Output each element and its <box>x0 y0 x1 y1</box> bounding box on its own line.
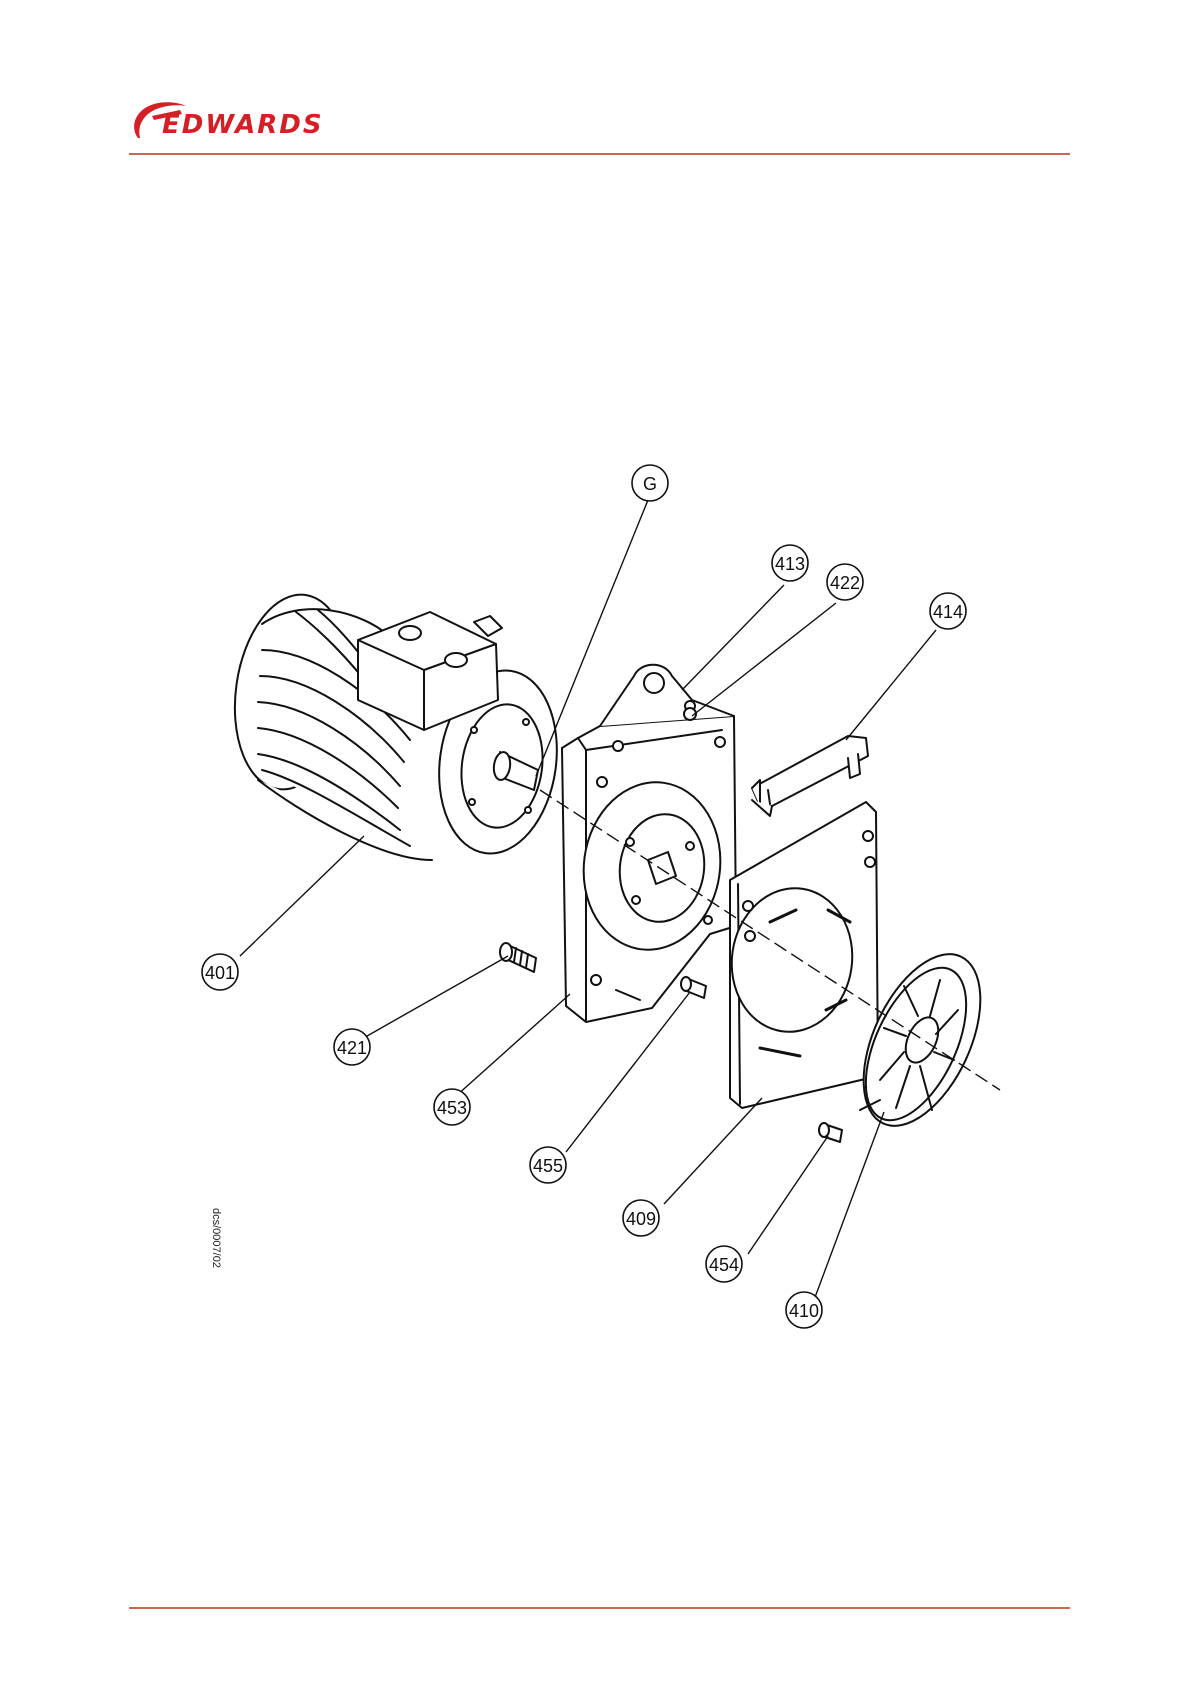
callout-label-401: 401 <box>205 963 235 983</box>
callout-label-453: 453 <box>437 1098 467 1118</box>
motor-401 <box>223 587 568 861</box>
callout-label-414: 414 <box>933 602 963 622</box>
plate-409 <box>723 802 878 1108</box>
callout-label-422: 422 <box>830 573 860 593</box>
callout-label-454: 454 <box>709 1255 739 1275</box>
screw-454 <box>819 1123 842 1142</box>
coupling-guard-414 <box>752 736 868 816</box>
adaptor-flange-453 <box>562 665 736 1022</box>
callout-label-455: 455 <box>533 1156 563 1176</box>
screw-455 <box>681 977 706 998</box>
callout-label-409: 409 <box>626 1209 656 1229</box>
drawing-code: dcs/0007/02 <box>210 1208 222 1268</box>
callout-label-421: 421 <box>337 1038 367 1058</box>
callout-label-410: 410 <box>789 1301 819 1321</box>
callout-label-g: G <box>643 474 657 494</box>
callout-label-413: 413 <box>775 554 805 574</box>
footer-rule <box>129 1607 1070 1609</box>
